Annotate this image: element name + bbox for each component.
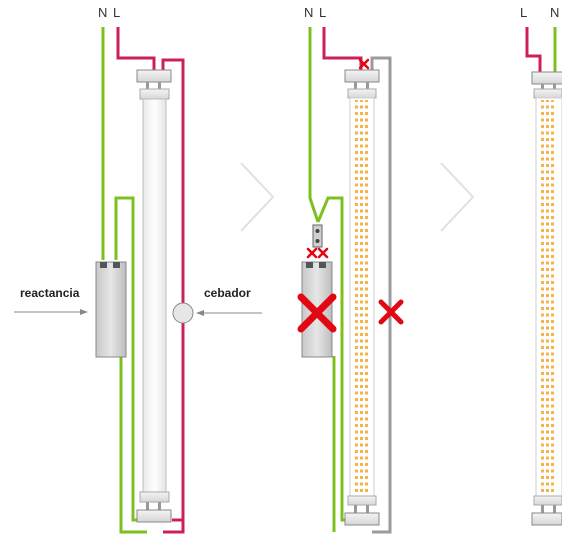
pin-icon (158, 82, 161, 89)
live-wire-panel1-starter (161, 58, 185, 534)
led-strip-panel3 (540, 100, 556, 493)
starter-panel1 (172, 302, 194, 324)
label-n-panel2: N (304, 5, 313, 20)
pin-icon (146, 502, 149, 510)
chevron-right-icon (240, 162, 275, 232)
pin-icon (553, 84, 556, 90)
live-wire-panel1 (116, 27, 156, 70)
screw-icon (315, 239, 320, 243)
led-strip-panel2 (354, 100, 370, 493)
panel-fluorescent: N L reactancia cebador (14, 5, 262, 534)
fluorescent-tube (142, 98, 167, 493)
arrow-head-icon (196, 310, 204, 316)
tube-cap-bottom-panel3 (533, 495, 562, 506)
ballast-panel1 (95, 261, 127, 358)
pin-icon (366, 82, 369, 89)
terminal-icon (319, 262, 326, 268)
red-x-icon (297, 293, 337, 333)
tube-cap-bottom-panel1 (139, 491, 170, 503)
label-cebador: cebador (204, 286, 251, 300)
tube-cap-top-panel2 (347, 88, 377, 99)
lamp-holder-top-panel1 (136, 69, 172, 83)
bypass-wire-panel2 (370, 56, 392, 534)
panel-led: L N (520, 5, 562, 526)
red-x-icon (378, 299, 404, 325)
neutral-wire-panel2 (308, 27, 320, 223)
terminal-icon (113, 262, 120, 268)
pin-icon (146, 82, 149, 89)
chevron-right-icon (440, 162, 475, 232)
pin-icon (366, 505, 369, 513)
label-l-panel2: L (319, 5, 326, 20)
panel-conversion: N L (297, 5, 404, 534)
lamp-holder-bottom-panel1 (136, 509, 172, 523)
live-wire-panel2 (322, 27, 363, 70)
label-n-panel1: N (98, 5, 107, 20)
pin-icon (158, 502, 161, 510)
label-l-panel3: L (520, 5, 527, 20)
label-l-panel1: L (113, 5, 120, 20)
arrow-head-icon (80, 309, 88, 315)
pin-icon (354, 505, 357, 513)
pin-icon (354, 82, 357, 89)
label-n-panel3: N (550, 5, 559, 20)
pin-icon (541, 84, 544, 90)
label-reactancia: reactancia (20, 286, 80, 300)
pin-icon (541, 505, 544, 513)
tube-cap-top-panel3 (533, 88, 562, 99)
screw-icon (315, 229, 320, 233)
red-x-icon (306, 247, 329, 259)
terminal-icon (100, 262, 107, 268)
bridge-connector (312, 224, 323, 248)
neutral-wire-panel1-bottom (112, 354, 147, 534)
tube-cap-bottom-panel2 (347, 495, 377, 506)
pin-icon (553, 505, 556, 513)
lamp-holder-top-panel2 (344, 69, 380, 83)
red-x-icon (358, 58, 370, 70)
lamp-holder-bottom-panel2 (344, 512, 380, 526)
terminal-icon (306, 262, 313, 268)
neutral-wire-panel2-branch (316, 196, 349, 522)
lamp-holder-bottom-panel3 (531, 512, 562, 526)
tube-cap-top-panel1 (139, 88, 170, 100)
live-wire-panel3 (525, 27, 542, 72)
lamp-holder-top-panel3 (531, 71, 562, 85)
